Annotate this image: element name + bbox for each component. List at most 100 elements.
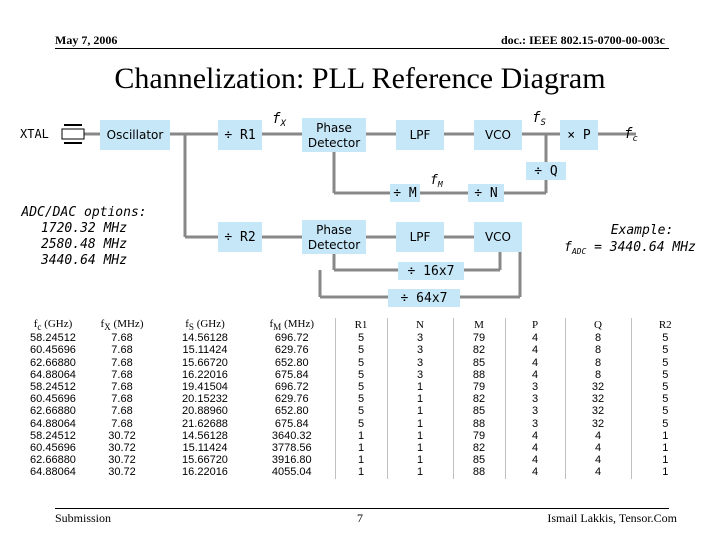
cell-p: 3 [504, 393, 565, 406]
cell-p: 4 [504, 466, 565, 479]
cell-m: 85 [452, 454, 505, 467]
phase-detector-bottom-line1: Phase [316, 223, 352, 237]
phase-detector-top-line1: Phase [316, 121, 352, 135]
cell-fm: 629.76 [274, 393, 309, 406]
cell-m: 88 [452, 368, 505, 381]
cell-p: 3 [504, 405, 565, 418]
lpf-bottom-label: LPF [410, 230, 431, 244]
cell-fs: 14.56128 [182, 332, 228, 345]
cell-q: 4 [564, 454, 631, 467]
cell-m: 82 [452, 393, 505, 406]
cell-fs: 15.66720 [182, 454, 228, 467]
cell-r2: 5 [630, 368, 699, 381]
table-header-row: fc (GHz) fX (MHz) fS (GHz) fM (MHz) R1 N… [23, 318, 699, 333]
cell-q: 32 [564, 393, 631, 406]
cell-m: 82 [452, 344, 505, 357]
configuration-table: fc (GHz) fX (MHz) fS (GHz) fM (MHz) R1 N… [23, 318, 699, 479]
cell-m: 79 [452, 429, 505, 443]
cell-q: 4 [564, 429, 631, 443]
cell-n: 1 [386, 405, 453, 418]
cell-m: 79 [452, 381, 505, 394]
cell-m: 82 [452, 442, 505, 455]
cell-fx: 7.68 [111, 332, 133, 345]
cell-r2: 1 [630, 442, 699, 455]
cell-fc: 64.88064 [30, 466, 76, 479]
cell-m: 79 [452, 332, 505, 345]
cell-r2: 5 [630, 332, 699, 345]
cell-fm: 4055.04 [271, 466, 312, 479]
div-m-label: ÷ M [393, 186, 417, 201]
cell-r1: 1 [334, 466, 387, 479]
div-r1-label: ÷ R1 [224, 128, 255, 143]
col-header-fx: fX (MHz) [100, 318, 144, 333]
adc-options-title: ADC/DAC options: [20, 205, 146, 220]
div-r2-block [218, 222, 262, 252]
cell-fs: 15.11424 [182, 344, 228, 357]
cell-fm: 3916.80 [271, 454, 312, 467]
col-header-r2: R2 [630, 318, 699, 333]
div-n-label: ÷ N [474, 186, 497, 201]
cell-q: 32 [564, 417, 631, 430]
footer-page-number: 7 [357, 511, 363, 525]
cell-fc: 58.24512 [30, 332, 76, 345]
cell-fx: 30.72 [108, 429, 136, 442]
col-header-fm: fM (MHz) [269, 318, 314, 333]
phase-detector-bottom-line2: Detector [308, 238, 360, 252]
cell-n: 3 [386, 356, 453, 369]
cell-p: 4 [504, 344, 565, 357]
cell-fm: 652.80 [274, 356, 309, 369]
cell-p: 4 [504, 368, 565, 381]
col-header-m: M [452, 318, 505, 333]
lpf-bottom-block [396, 222, 444, 252]
vco-top-block [474, 120, 522, 150]
signal-lines [82, 132, 636, 299]
cell-fm: 696.72 [274, 381, 309, 393]
lpf-top-label: LPF [410, 128, 431, 142]
cell-fc: 58.24512 [30, 381, 76, 393]
cell-m: 88 [452, 466, 505, 479]
cell-r1: 5 [334, 381, 387, 394]
cell-fx: 30.72 [108, 454, 136, 467]
adc-option-2: 2580.48 MHz [41, 237, 127, 252]
cell-r2: 5 [630, 405, 699, 418]
header-rule [55, 48, 669, 49]
cell-fs: 16.22016 [182, 368, 228, 381]
cell-r1: 5 [334, 344, 387, 357]
fs-label: fS [532, 110, 546, 128]
cell-p: 4 [504, 356, 565, 369]
cell-fs: 16.22016 [182, 466, 228, 479]
cell-q: 8 [564, 332, 631, 345]
phase-detector-top-line2: Detector [308, 136, 360, 150]
div-64x7-block [388, 289, 460, 307]
cell-p: 3 [504, 381, 565, 394]
cell-m: 85 [452, 405, 505, 418]
adc-option-1: 1720.32 MHz [41, 221, 127, 236]
cell-fm: 3778.56 [271, 442, 312, 455]
cell-p: 3 [504, 417, 565, 430]
col-header-fc: fc (GHz) [33, 318, 73, 333]
cell-r2: 5 [630, 344, 699, 357]
vco-bottom-block [474, 222, 522, 252]
cell-r1: 5 [334, 393, 387, 406]
cell-fx: 7.68 [111, 368, 133, 381]
cell-p: 4 [504, 332, 565, 345]
cell-r1: 1 [334, 454, 387, 467]
cell-m: 88 [452, 417, 505, 430]
cell-n: 3 [386, 368, 453, 381]
cell-q: 8 [564, 368, 631, 381]
div-64x7-label: ÷ 64x7 [401, 291, 448, 306]
cell-r1: 5 [334, 405, 387, 418]
cell-n: 1 [386, 429, 453, 443]
footer-rule [55, 508, 669, 509]
fm-label: fM [430, 173, 444, 189]
vco-top-label: VCO [485, 128, 511, 142]
cell-fx: 7.68 [111, 344, 133, 357]
cell-q: 4 [564, 466, 631, 479]
cell-r1: 1 [334, 442, 387, 455]
header-doc-id: doc.: IEEE 802.15-0700-00-003c [501, 33, 665, 47]
